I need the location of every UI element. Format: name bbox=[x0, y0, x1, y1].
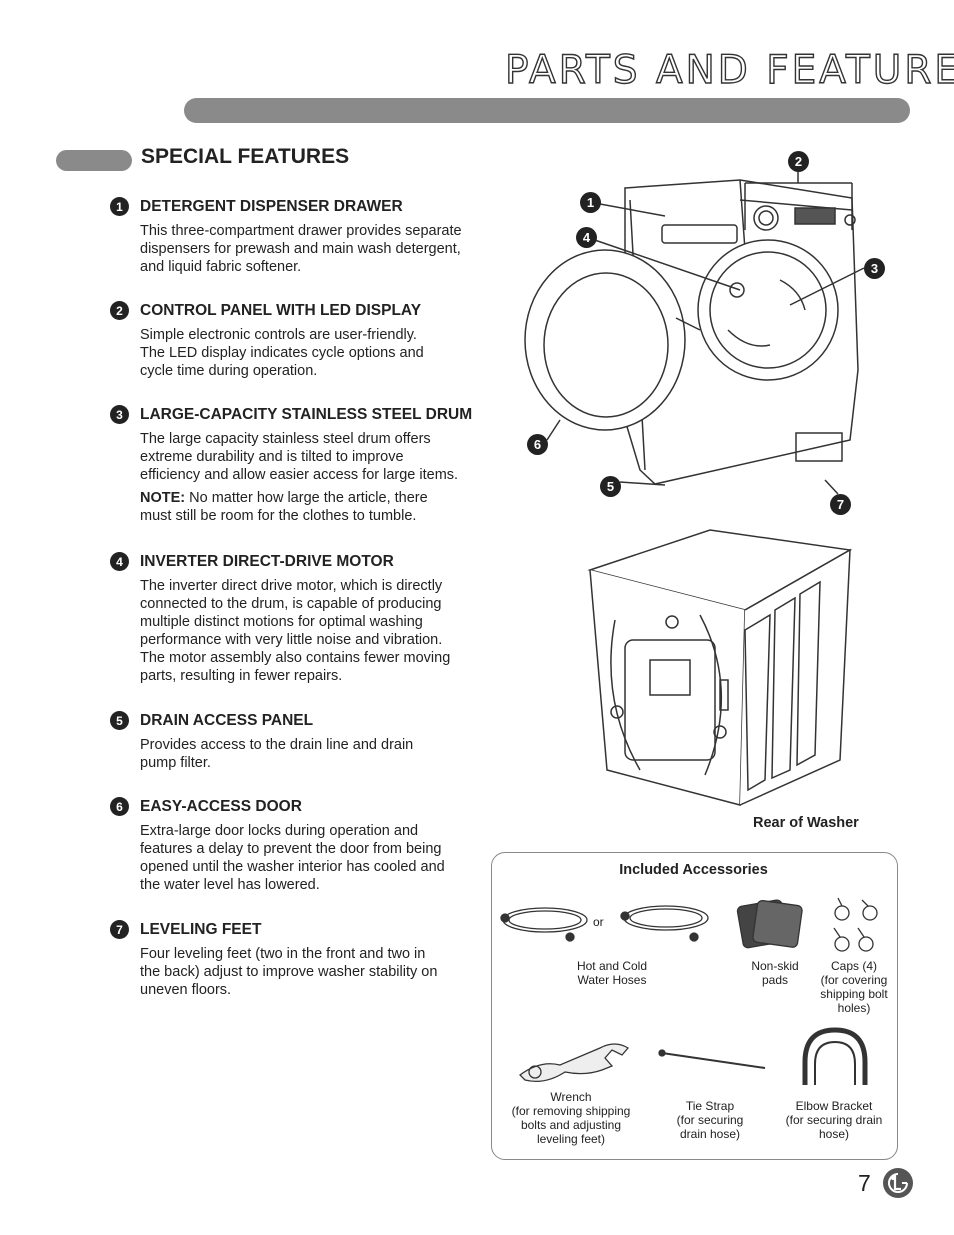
callout-6: 6 bbox=[527, 434, 548, 455]
feature-number: 2 bbox=[110, 301, 129, 320]
callout-3: 3 bbox=[864, 258, 885, 279]
feature-number: 7 bbox=[110, 920, 129, 939]
feature-number: 3 bbox=[110, 405, 129, 424]
page-title: PARTS AND FEATURES bbox=[504, 47, 954, 93]
feature-title: INVERTER DIRECT-DRIVE MOTOR bbox=[140, 552, 394, 570]
non-skid-pad-icon bbox=[736, 899, 803, 949]
washer-front-illustration bbox=[524, 172, 865, 495]
feature-inverter-motor: 4 INVERTER DIRECT-DRIVE MOTOR The invert… bbox=[110, 552, 500, 685]
feature-title: CONTROL PANEL WITH LED DISPLAY bbox=[140, 301, 422, 319]
rear-caption: Rear of Washer bbox=[753, 815, 859, 831]
elbow-bracket-icon bbox=[802, 1027, 868, 1085]
tie-strap-icon bbox=[658, 1049, 766, 1069]
feature-drain-panel: 5 DRAIN ACCESS PANEL Provides access to … bbox=[110, 711, 500, 772]
accessories-title: Included Accessories bbox=[619, 862, 768, 878]
feature-steel-drum: 3 LARGE-CAPACITY STAINLESS STEEL DRUM Th… bbox=[110, 405, 500, 525]
feature-number: 1 bbox=[110, 197, 129, 216]
feature-title: DRAIN ACCESS PANEL bbox=[140, 711, 314, 729]
feature-description: Simple electronic controls are user-frie… bbox=[140, 327, 424, 379]
water-hose-icon bbox=[500, 907, 588, 942]
feature-number: 5 bbox=[110, 711, 129, 730]
feature-description: Four leveling feet (two in the front and… bbox=[140, 946, 438, 998]
feature-description: Extra-large door locks during operation … bbox=[140, 823, 445, 893]
wrench-icon bbox=[519, 1043, 629, 1083]
or-label: or bbox=[593, 915, 604, 929]
feature-note: NOTE: No matter how large the article, t… bbox=[140, 490, 428, 524]
feature-easy-door: 6 EASY-ACCESS DOOR Extra-large door lock… bbox=[110, 797, 500, 894]
section-title: SPECIAL FEATURES bbox=[141, 145, 350, 168]
section-pill bbox=[56, 150, 132, 171]
water-hose-icon bbox=[620, 905, 709, 942]
accessories-box bbox=[491, 852, 898, 1160]
callout-5: 5 bbox=[600, 476, 621, 497]
feature-number: 6 bbox=[110, 797, 129, 816]
feature-description: The inverter direct drive motor, which i… bbox=[140, 578, 451, 684]
wrench-label: Wrench(for removing shipping bolts and a… bbox=[511, 1090, 631, 1146]
brand-logo bbox=[883, 1168, 913, 1198]
feature-description: The large capacity stainless steel drum … bbox=[140, 431, 459, 483]
feature-detergent-drawer: 1 DETERGENT DISPENSER DRAWER This three-… bbox=[110, 197, 500, 276]
feature-leveling-feet: 7 LEVELING FEET Four leveling feet (two … bbox=[110, 920, 500, 999]
callout-4: 4 bbox=[576, 227, 597, 248]
feature-description: Provides access to the drain line and dr… bbox=[140, 737, 414, 771]
cap-icon bbox=[833, 897, 878, 952]
feature-number: 4 bbox=[110, 552, 129, 571]
callout-7: 7 bbox=[830, 494, 851, 515]
washer-rear-illustration bbox=[587, 529, 853, 806]
callout-2: 2 bbox=[788, 151, 809, 172]
feature-control-panel: 2 CONTROL PANEL WITH LED DISPLAY Simple … bbox=[110, 301, 500, 380]
feature-title: LARGE-CAPACITY STAINLESS STEEL DRUM bbox=[140, 405, 473, 423]
accessories-illustrations bbox=[500, 897, 878, 1085]
callout-1: 1 bbox=[580, 192, 601, 213]
title-bar bbox=[184, 98, 910, 123]
feature-title: DETERGENT DISPENSER DRAWER bbox=[140, 197, 403, 215]
feature-description: This three-compartment drawer provides s… bbox=[140, 223, 462, 275]
feature-title: LEVELING FEET bbox=[140, 920, 262, 938]
note-label: NOTE: bbox=[140, 490, 186, 506]
feature-title: EASY-ACCESS DOOR bbox=[140, 797, 302, 815]
page-number: 7 bbox=[858, 1170, 871, 1196]
